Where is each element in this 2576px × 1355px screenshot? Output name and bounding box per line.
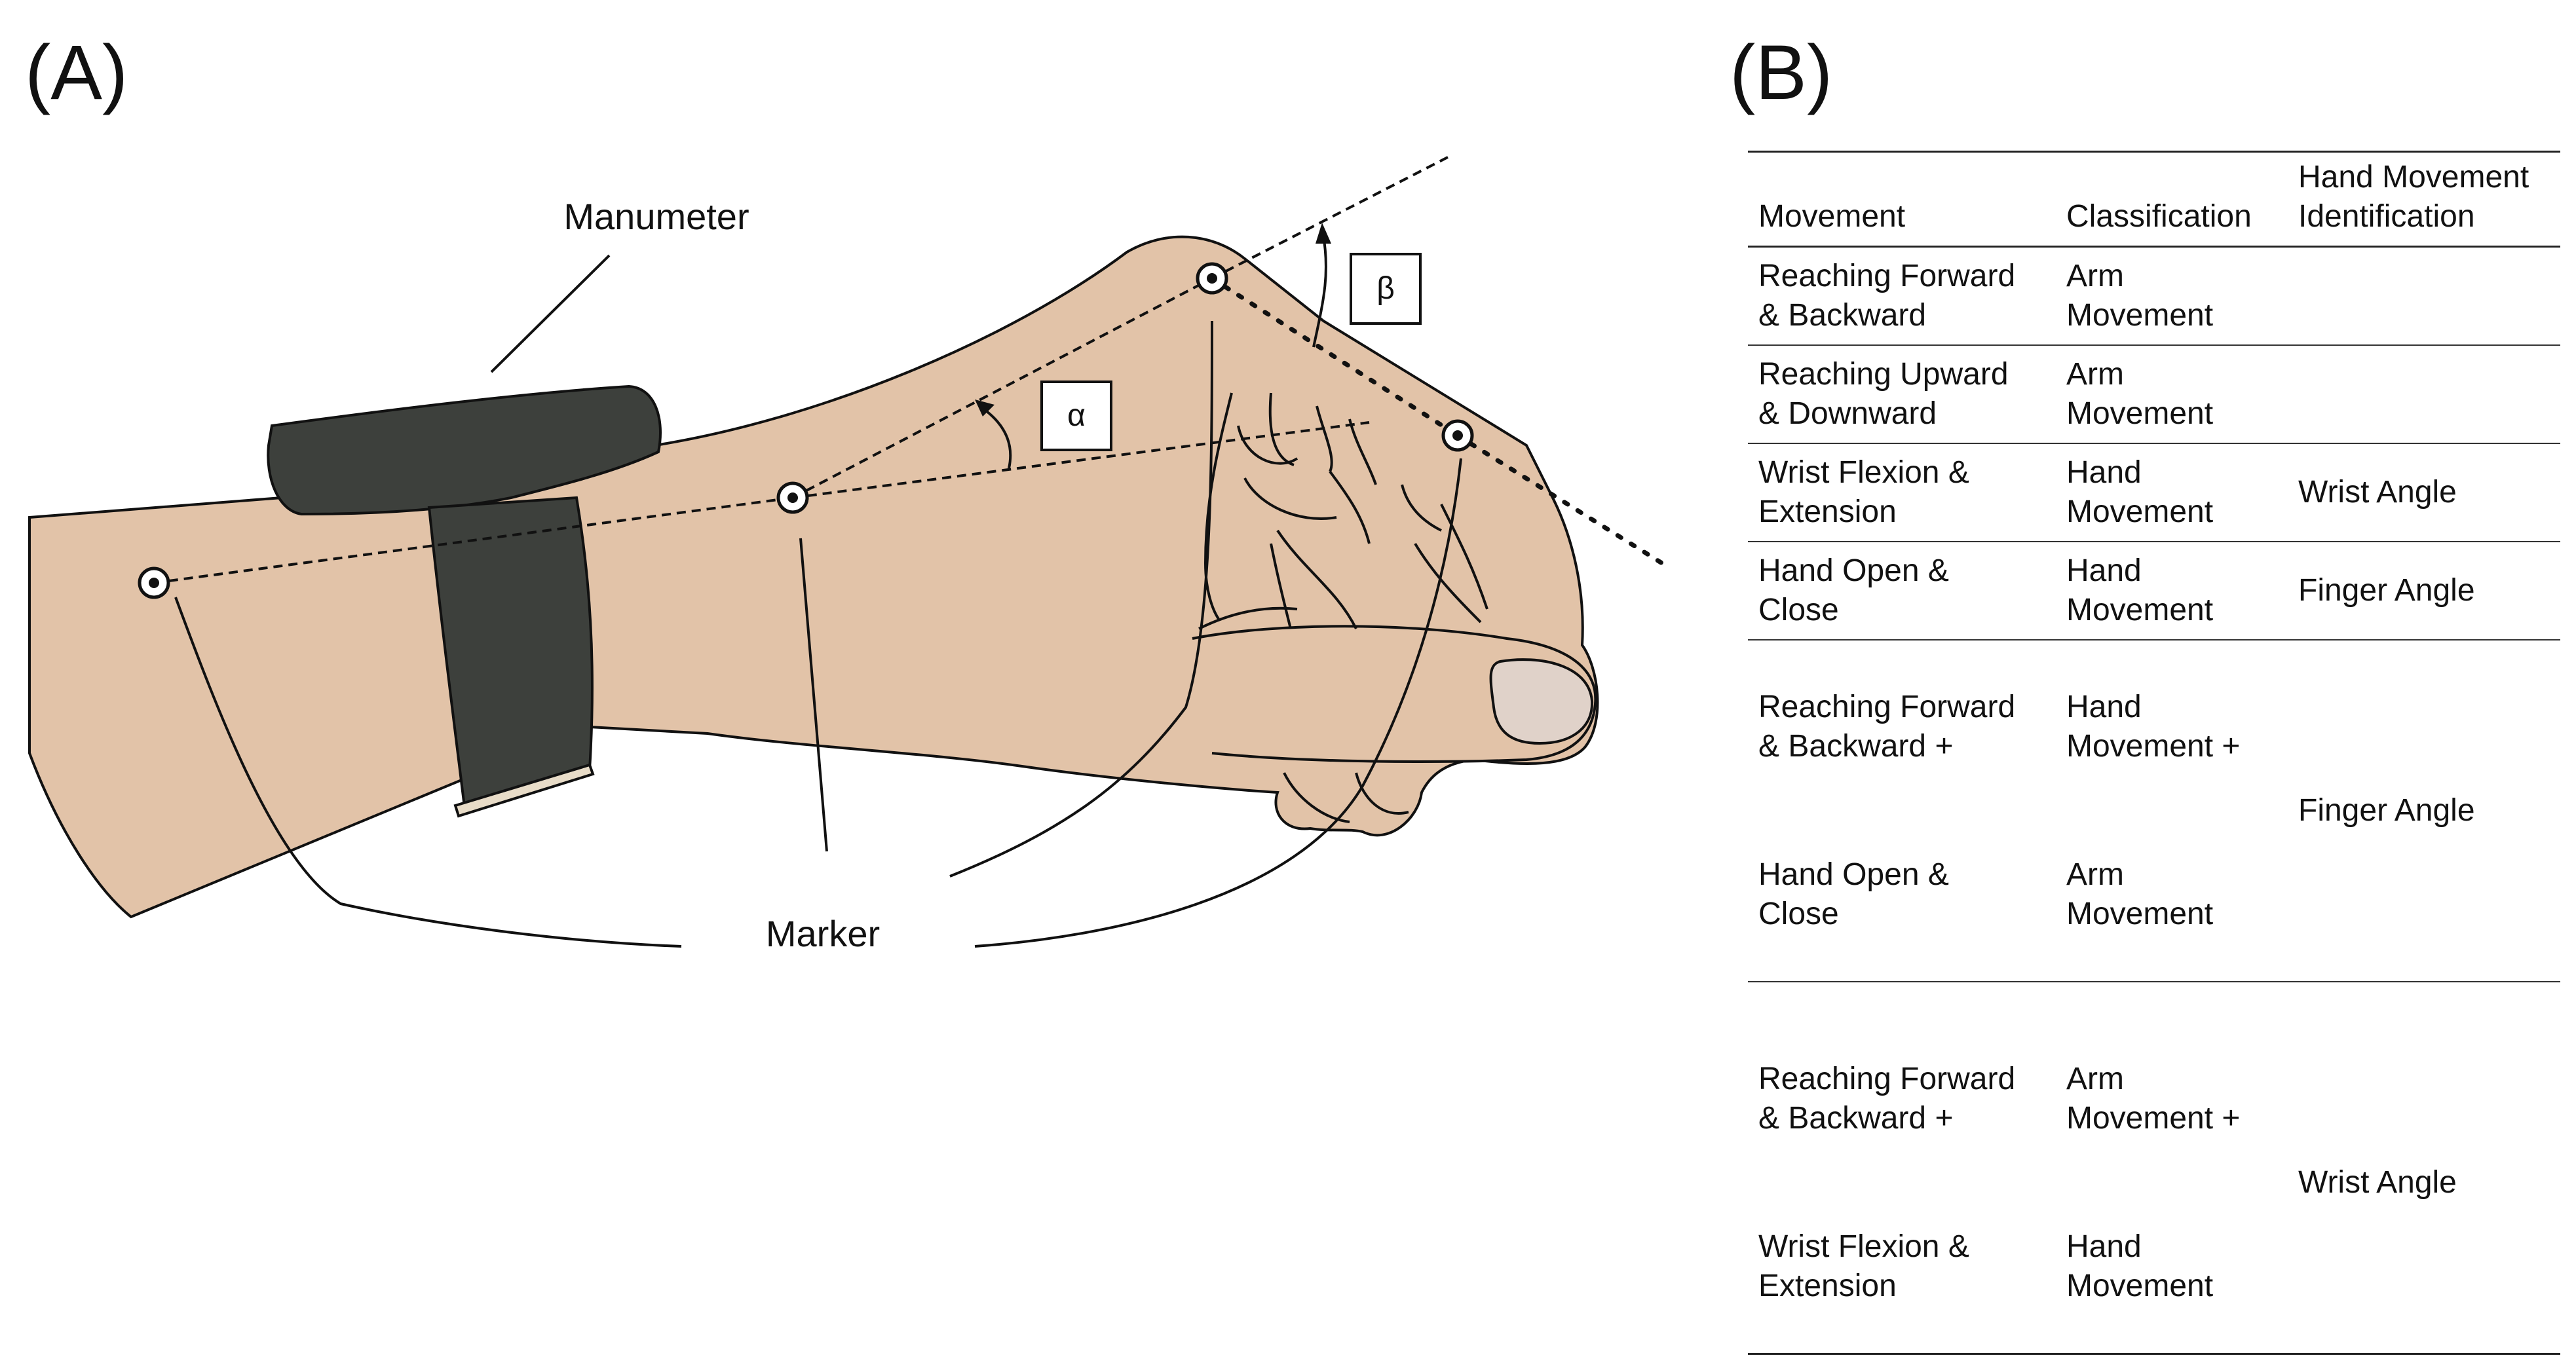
marker-knuckle xyxy=(1196,262,1228,295)
cell-classification-part: Hand Movement xyxy=(2066,1229,2214,1303)
thumb-shape xyxy=(1192,625,1597,763)
pointer-lines xyxy=(174,254,1462,948)
cell-identification xyxy=(2288,345,2560,443)
cell-identification: Finger Angle xyxy=(2298,793,2475,828)
cell-identification: Wrist Angle xyxy=(2298,1165,2457,1200)
cell-movement: Reaching Forward & Backward + Wrist Flex… xyxy=(1748,982,2056,1354)
beta-label: β xyxy=(1376,271,1395,306)
movement-table: Movement Classification Hand Movement Id… xyxy=(1748,151,2560,1355)
table-header-row: Movement Classification Hand Movement Id… xyxy=(1748,151,2560,247)
table-row: Hand Open & Close Hand Movement Finger A… xyxy=(1748,542,2560,640)
cell-classification-part: Arm Movement xyxy=(2066,857,2214,931)
thumbnail xyxy=(1489,658,1594,745)
alpha-arrowhead xyxy=(975,399,994,417)
table-row: Reaching Forward & Backward + Wrist Flex… xyxy=(1748,982,2560,1354)
table-row: Wrist Flexion & Extension Hand Movement … xyxy=(1748,443,2560,542)
cell-identification: Wrist Angle xyxy=(2298,475,2457,510)
header-identification: Hand Movement Identification xyxy=(2298,160,2529,234)
cell-identification: Finger Angle xyxy=(2298,573,2475,608)
beta-box xyxy=(1350,253,1422,325)
cell-movement-part: Reaching Forward & Backward + xyxy=(1758,1062,2016,1136)
cell-movement: Reaching Forward & Backward + Hand Open … xyxy=(1748,640,2056,982)
measurement-lines xyxy=(153,156,1670,584)
hand-diagram: α β Manumeter Marker xyxy=(28,156,1670,954)
panel-a-label: (A) xyxy=(25,29,128,116)
cell-classification: Hand Movement xyxy=(2066,553,2214,627)
cell-movement-part: Reaching Forward & Backward + xyxy=(1758,690,2016,764)
cell-classification: Hand Movement + Arm Movement xyxy=(2056,640,2288,982)
strap-buckle xyxy=(453,763,595,818)
marker-wrist-lower xyxy=(138,566,170,599)
cell-classification: Arm Movement xyxy=(2066,357,2214,431)
cell-movement-part: Hand Open & Close xyxy=(1758,857,1949,931)
marker-wrist xyxy=(776,481,809,514)
cell-movement: Wrist Flexion & Extension xyxy=(1758,455,1969,529)
beta-arrowhead xyxy=(1316,223,1331,244)
manumeter-device xyxy=(267,384,662,516)
cell-identification xyxy=(2288,247,2560,346)
table-row: Reaching Upward & Downward Arm Movement xyxy=(1748,345,2560,443)
cell-movement: Reaching Upward & Downward xyxy=(1758,357,2009,431)
cell-classification: Hand Movement xyxy=(2066,455,2214,529)
alpha-box xyxy=(1040,381,1112,451)
header-classification: Classification xyxy=(2066,199,2252,234)
finger-detail-lines xyxy=(1198,392,1488,823)
alpha-label: α xyxy=(1067,398,1086,433)
cell-movement-part: Wrist Flexion & Extension xyxy=(1758,1229,1969,1303)
cell-classification-part: Hand Movement + xyxy=(2066,690,2241,764)
cell-movement: Hand Open & Close xyxy=(1758,553,1949,627)
marker-finger xyxy=(1441,419,1474,452)
cell-classification-part: Arm Movement + xyxy=(2066,1062,2241,1136)
cell-movement: Reaching Forward & Backward xyxy=(1758,259,2016,333)
manumeter-label: Manumeter xyxy=(563,196,749,237)
cell-classification: Arm Movement xyxy=(2066,259,2214,333)
cell-classification: Arm Movement + Hand Movement xyxy=(2056,982,2288,1354)
header-movement: Movement xyxy=(1758,199,1906,234)
movement-table-container: Movement Classification Hand Movement Id… xyxy=(1748,151,2560,1355)
forearm-hand-silhouette xyxy=(28,235,1599,919)
panel-b-label: (B) xyxy=(1730,29,1833,116)
table-row: Reaching Forward & Backward + Hand Open … xyxy=(1748,640,2560,982)
marker-label: Marker xyxy=(766,913,880,954)
table-row: Reaching Forward & Backward Arm Movement xyxy=(1748,247,2560,346)
